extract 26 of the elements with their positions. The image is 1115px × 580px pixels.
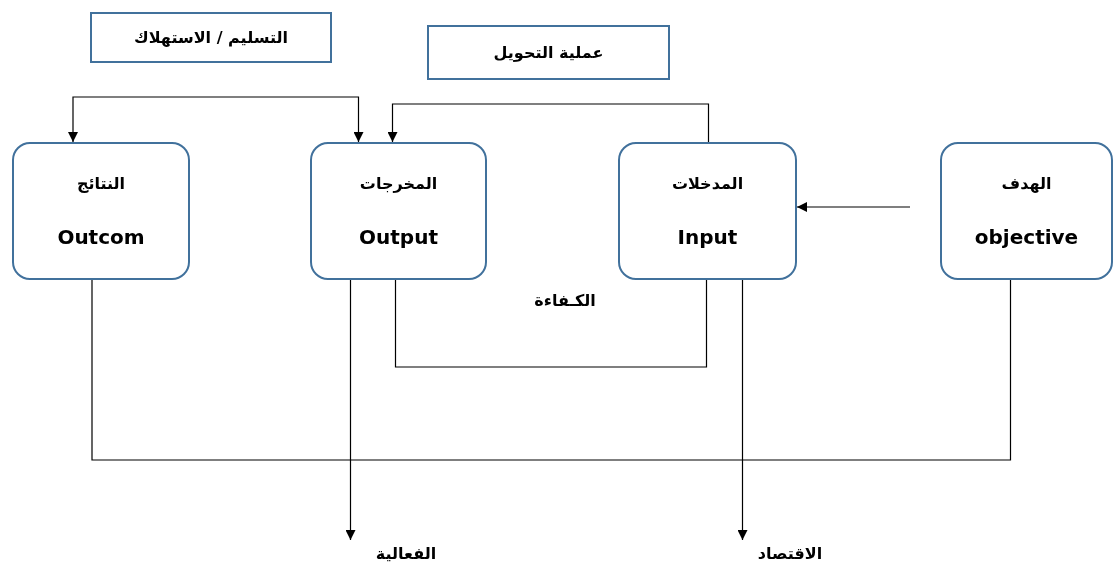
box-title: المدخلات [671,173,744,193]
arrow [796,202,911,212]
label-box [427,25,670,80]
box-subtitle: Outcom [57,224,145,249]
text-label: الاقتصاد [752,540,828,566]
arrow [387,103,710,143]
box-subtitle: Input [677,224,738,249]
label-box [90,12,332,63]
process-box [618,142,797,280]
box-title: المخرجات [359,173,438,193]
process-box [12,142,190,280]
box-title: التسليم / الاستهلاك [134,28,288,47]
text-label: الكـفاءة [534,290,596,310]
arrow [68,96,364,143]
process-box [940,142,1113,280]
box-title: عملية التحويل [493,43,604,62]
text-label: الفعالية [370,540,442,566]
arrow [345,279,356,541]
box-title: الهدف [1001,173,1052,193]
box-title: النتائج [76,173,126,193]
box-subtitle: objective [974,224,1079,249]
connector-line [91,279,1012,461]
box-subtitle: Output [359,224,438,249]
connector-line [394,279,708,368]
arrow [737,279,748,541]
process-box [310,142,487,280]
